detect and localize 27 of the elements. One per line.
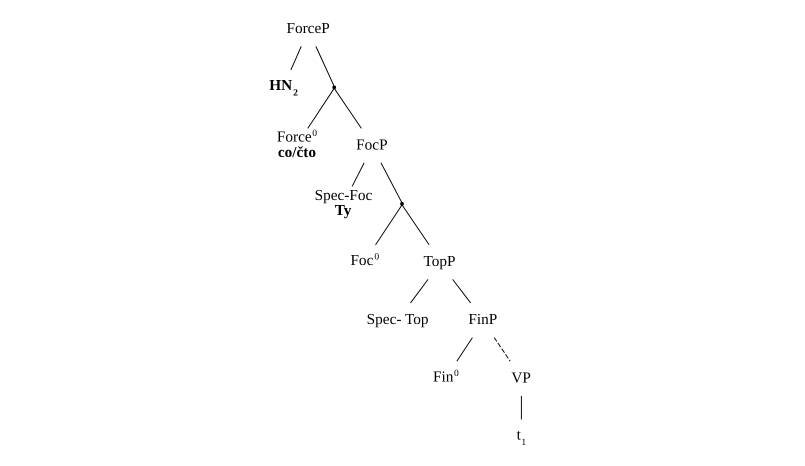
node-text: VP (511, 369, 531, 386)
node-text: t$_{1}$ (516, 426, 526, 448)
connector (290, 46, 302, 70)
connector (520, 395, 522, 420)
node-point (400, 202, 404, 206)
node-text: ForceP (286, 20, 330, 37)
node-text: FocP (356, 136, 388, 154)
node-text: Spec-Foc Ty (314, 186, 372, 220)
connector (375, 204, 402, 246)
connector (307, 88, 334, 129)
node-point (332, 86, 336, 90)
connector (402, 204, 430, 246)
connector (410, 278, 429, 304)
node-text: Foc$^{0}$ (350, 251, 380, 269)
node-text: FinP (468, 311, 498, 328)
connector (315, 46, 334, 86)
connector (456, 337, 473, 362)
connector (380, 162, 402, 203)
connector (494, 337, 511, 362)
node-text: Fin$^{0}$ (433, 368, 459, 386)
node-text: TopP (424, 252, 456, 270)
connector (352, 162, 365, 187)
connector (334, 88, 362, 129)
node-text: HN$_{2}$ (269, 77, 298, 99)
node-text: Force$^{0}$ co/čto (276, 128, 318, 161)
connector (452, 278, 472, 304)
node-text: Spec- Top (366, 311, 429, 328)
